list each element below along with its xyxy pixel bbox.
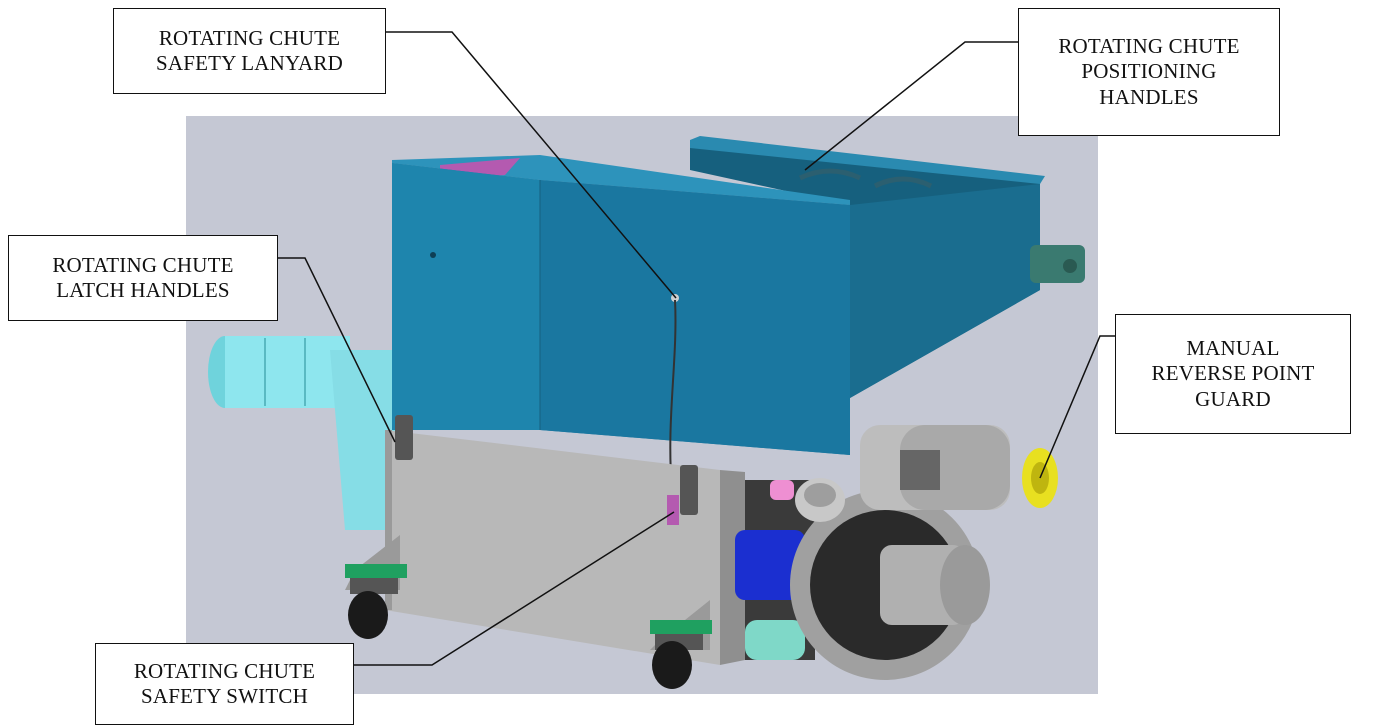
leader-latch-handles (278, 257, 396, 443)
blower-assembly (735, 425, 1058, 680)
callout-positioning-handles-line-2: POSITIONING (1081, 59, 1217, 84)
callout-safety-switch-line-2: SAFETY SWITCH (141, 684, 308, 708)
callout-latch-handles-line-2: LATCH HANDLES (56, 278, 230, 302)
callout-positioning-handles: ROTATING CHUTE POSITIONING HANDLES (1018, 8, 1280, 136)
leader-safety-switch (354, 511, 675, 666)
callout-reverse-point-guard-line-2: REVERSE POINT (1151, 361, 1315, 386)
leader-lines (278, 31, 1115, 666)
cyan-chute (208, 336, 395, 530)
latch-handles (395, 415, 698, 525)
leader-positioning-handles (804, 41, 1018, 171)
callout-reverse-point-guard-line-3: GUARD (1195, 386, 1271, 411)
leader-safety-lanyard (386, 31, 677, 299)
callout-latch-handles: ROTATING CHUTE LATCH HANDLES (8, 235, 278, 321)
positioning-handles (798, 168, 933, 189)
callout-safety-switch: ROTATING CHUTE SAFETY SWITCH (95, 643, 354, 725)
callout-safety-lanyard: ROTATING CHUTE SAFETY LANYARD (113, 8, 386, 94)
callout-reverse-point-guard: MANUAL REVERSE POINT GUARD (1115, 314, 1351, 434)
callout-latch-handles-line-1: ROTATING CHUTE (52, 252, 234, 277)
callout-positioning-handles-line-3: HANDLES (1099, 84, 1199, 109)
main-hopper (392, 155, 850, 455)
rear-hopper (690, 136, 1085, 398)
leader-reverse-point-guard (1039, 335, 1115, 479)
callout-safety-lanyard-line-2: SAFETY LANYARD (156, 51, 343, 75)
callout-safety-switch-line-1: ROTATING CHUTE (133, 658, 316, 683)
casters (345, 535, 712, 689)
callout-reverse-point-guard-line-1: MANUAL (1186, 336, 1280, 361)
callout-positioning-handles-line-1: ROTATING CHUTE (1058, 34, 1240, 59)
callout-safety-lanyard-line-1: ROTATING CHUTE (158, 25, 341, 50)
